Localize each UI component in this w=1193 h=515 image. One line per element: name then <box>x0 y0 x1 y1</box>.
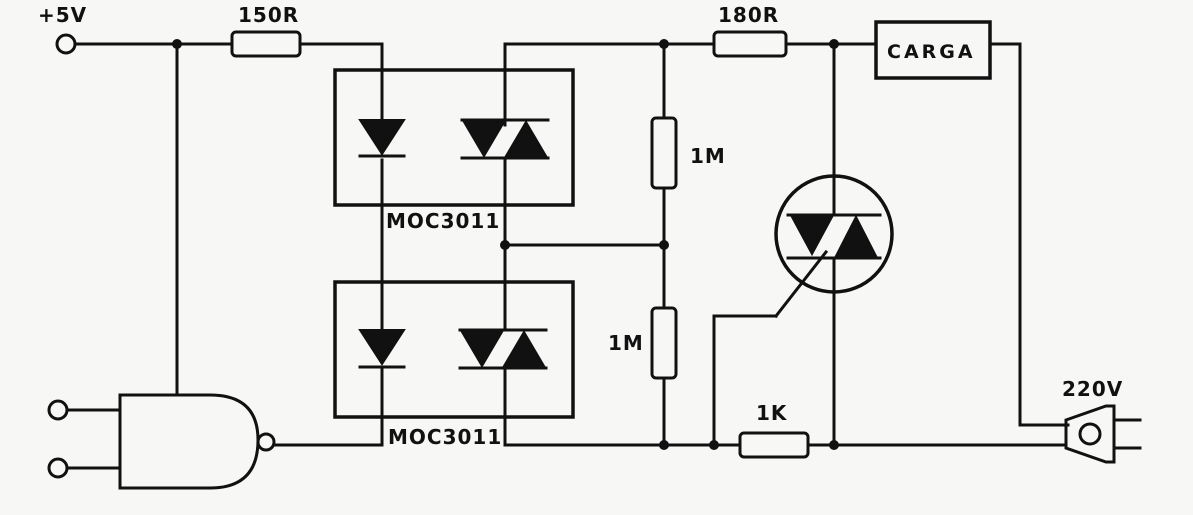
nand-gate-icon <box>64 393 276 490</box>
wires <box>74 42 1070 447</box>
resistor-180r <box>712 30 788 58</box>
supply-terminal <box>55 33 77 55</box>
input-a-terminal <box>47 399 69 421</box>
mains-label: 220V <box>1062 377 1123 401</box>
power-triac-icon <box>774 174 894 294</box>
mains-plug-icon <box>1064 404 1142 464</box>
resistor-1m-top <box>650 116 678 190</box>
resistor-1m-bottom <box>650 306 678 380</box>
junctions <box>172 39 839 450</box>
opto-top-label: MOC3011 <box>386 209 500 233</box>
led-diode-icon <box>358 119 406 156</box>
resistor-1k <box>738 431 810 459</box>
opto-triac-icon <box>458 328 548 370</box>
led-diode-icon <box>358 329 406 366</box>
input-b-terminal <box>47 457 69 479</box>
resistor-150r <box>230 30 302 58</box>
opto-triac-icon <box>460 118 550 160</box>
resistor-1k-label: 1K <box>756 401 788 425</box>
resistor-1m-top-label: 1M <box>690 144 726 168</box>
resistor-1m-bottom-label: 1M <box>608 331 644 355</box>
supply-label: +5V <box>38 3 87 27</box>
load-box <box>874 20 992 80</box>
optocoupler-bottom <box>333 280 575 419</box>
opto-bottom-label: MOC3011 <box>388 425 502 449</box>
resistor-150r-label: 150R <box>238 3 299 27</box>
load-label: CARGA <box>887 41 976 63</box>
resistor-180r-label: 180R <box>718 3 779 27</box>
optocoupler-top <box>333 68 575 207</box>
